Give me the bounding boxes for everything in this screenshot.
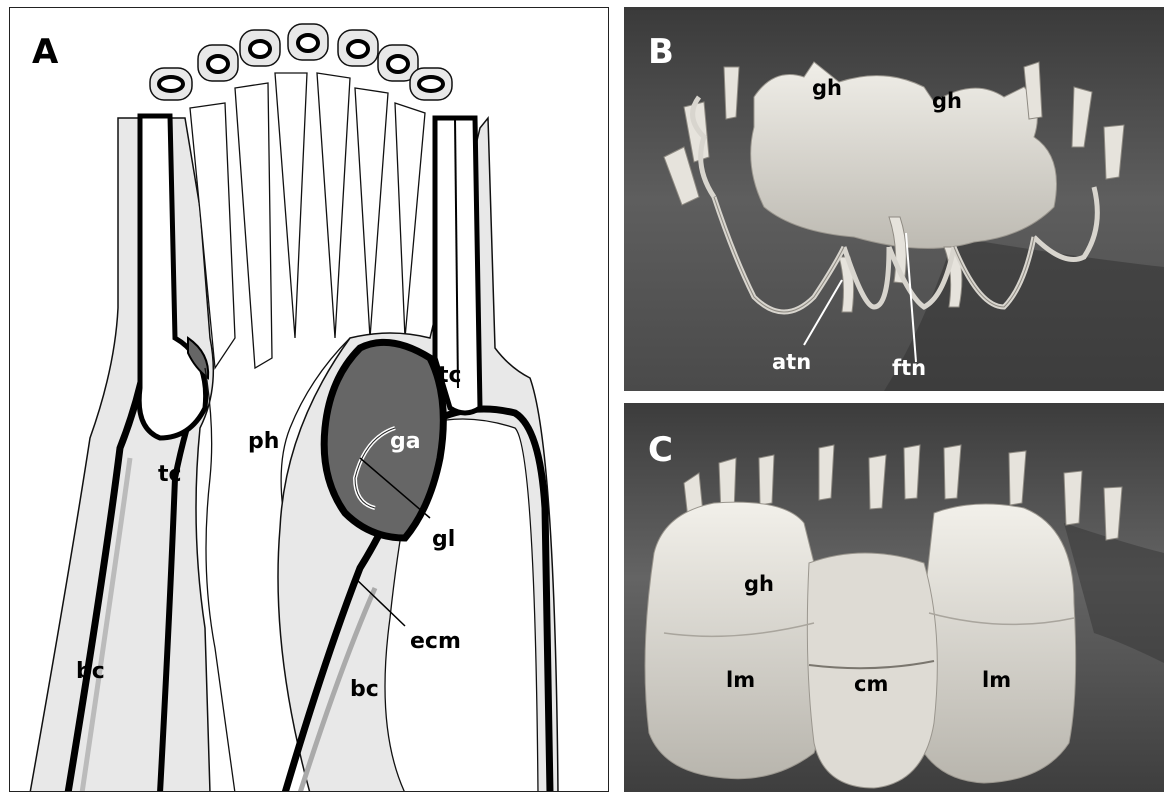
label-tc-upper: tc [438, 363, 462, 388]
panel-a-schematic: A ph tc tc ga gl ecm bc bc [9, 7, 609, 792]
label-gh: gh [744, 572, 774, 596]
panel-letter-b: B [648, 32, 674, 72]
label-ecm: ecm [410, 629, 461, 654]
label-bc-right: bc [350, 677, 379, 702]
ganglion [324, 342, 443, 538]
panel-c-render: C gh lm cm lm [624, 403, 1164, 792]
label-ftn: ftn [892, 356, 926, 380]
right-mass-c [919, 504, 1076, 783]
pharynx-left-wall [205, 368, 235, 792]
label-bc-left: bc [76, 659, 105, 684]
panel-letter-a: A [32, 32, 59, 72]
left-mass-c [645, 502, 827, 779]
label-cm: cm [854, 672, 888, 696]
label-ga: ga [390, 429, 421, 454]
label-atn: atn [772, 350, 811, 374]
label-lm-right: lm [982, 668, 1011, 692]
label-lm-left: lm [726, 668, 755, 692]
label-gl: gl [432, 527, 455, 552]
panel-letter-c: C [648, 430, 673, 470]
label-ph: ph [248, 429, 279, 454]
schematic-drawing: A ph tc tc ga gl ecm bc bc [10, 8, 609, 792]
panel-b-render: B gh gh atn ftn [624, 7, 1164, 391]
label-tc-lower: tc [158, 462, 182, 487]
render-c: C gh lm cm lm [624, 403, 1164, 792]
pharynx-fingers [190, 73, 425, 368]
central-mass-c [807, 553, 937, 788]
render-b: B gh gh atn ftn [624, 7, 1164, 391]
label-gh-right: gh [932, 89, 962, 113]
label-gh-left: gh [812, 76, 842, 100]
